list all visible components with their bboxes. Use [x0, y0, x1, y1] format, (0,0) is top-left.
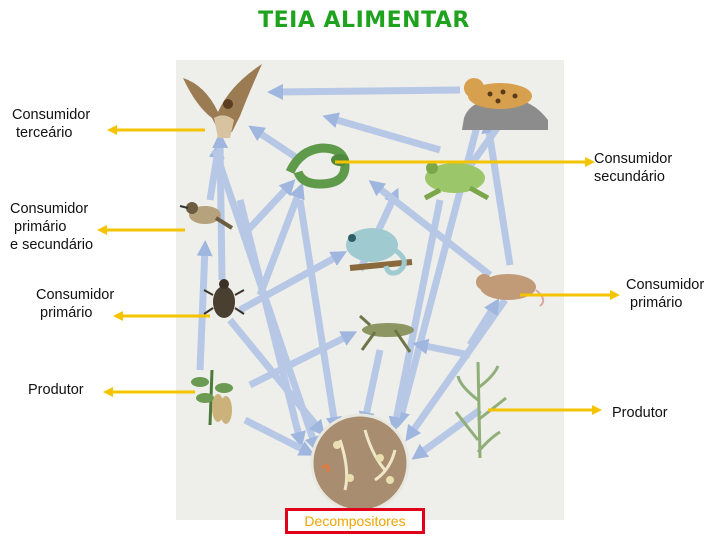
- energy-flow-arrows: [196, 83, 515, 460]
- label-primary-consumer-left: Consumidor primário: [36, 287, 115, 321]
- snake-icon: [285, 143, 350, 189]
- page-title: TEIA ALIMENTAR: [258, 8, 470, 33]
- flow-arrow: [227, 317, 326, 437]
- flow-arrow: [412, 338, 471, 359]
- label-primary-secondary-consumer: Consumidor primário e secundário: [10, 201, 94, 253]
- flow-arrow: [411, 407, 483, 460]
- grass-icon: [454, 361, 507, 459]
- label-tertiary-consumer: Consumidor terceário: [12, 107, 91, 141]
- decomposer-soil-icon: [310, 413, 410, 513]
- flow-arrow: [245, 179, 296, 233]
- jaguar-icon: [462, 78, 548, 130]
- flow-arrow: [358, 349, 384, 428]
- flow-arrow: [296, 199, 342, 433]
- grasshopper-icon: [358, 314, 414, 353]
- flow-arrow: [267, 83, 461, 100]
- beetle-icon: [203, 279, 245, 318]
- flow-arrow: [248, 125, 302, 163]
- frog-icon: [423, 162, 490, 201]
- flow-arrow: [248, 331, 358, 389]
- flow-arrow: [322, 112, 441, 154]
- flow-arrow: [405, 297, 508, 442]
- label-secondary-consumer: Consumidor secundário: [594, 151, 673, 185]
- flow-arrow: [467, 298, 500, 347]
- label-producer-right: Produtor: [612, 405, 668, 421]
- rat-icon: [476, 274, 545, 307]
- label-producer-left: Produtor: [28, 382, 84, 398]
- flow-arrow: [238, 251, 348, 314]
- label-primary-consumer-right: Consumidor primário: [626, 277, 705, 311]
- hawk-icon: [183, 64, 262, 138]
- flow-arrow: [243, 416, 316, 456]
- decomposers-label: Decompositores: [285, 508, 425, 534]
- chameleon-icon: [346, 228, 413, 276]
- flow-arrow: [388, 199, 444, 433]
- bird-icon: [179, 202, 234, 230]
- flow-arrow: [481, 117, 514, 266]
- plant-icon: [191, 369, 233, 426]
- label-pointers: [97, 125, 620, 415]
- flow-arrow: [196, 240, 213, 371]
- flow-arrow: [256, 182, 305, 297]
- flow-arrow: [211, 148, 321, 453]
